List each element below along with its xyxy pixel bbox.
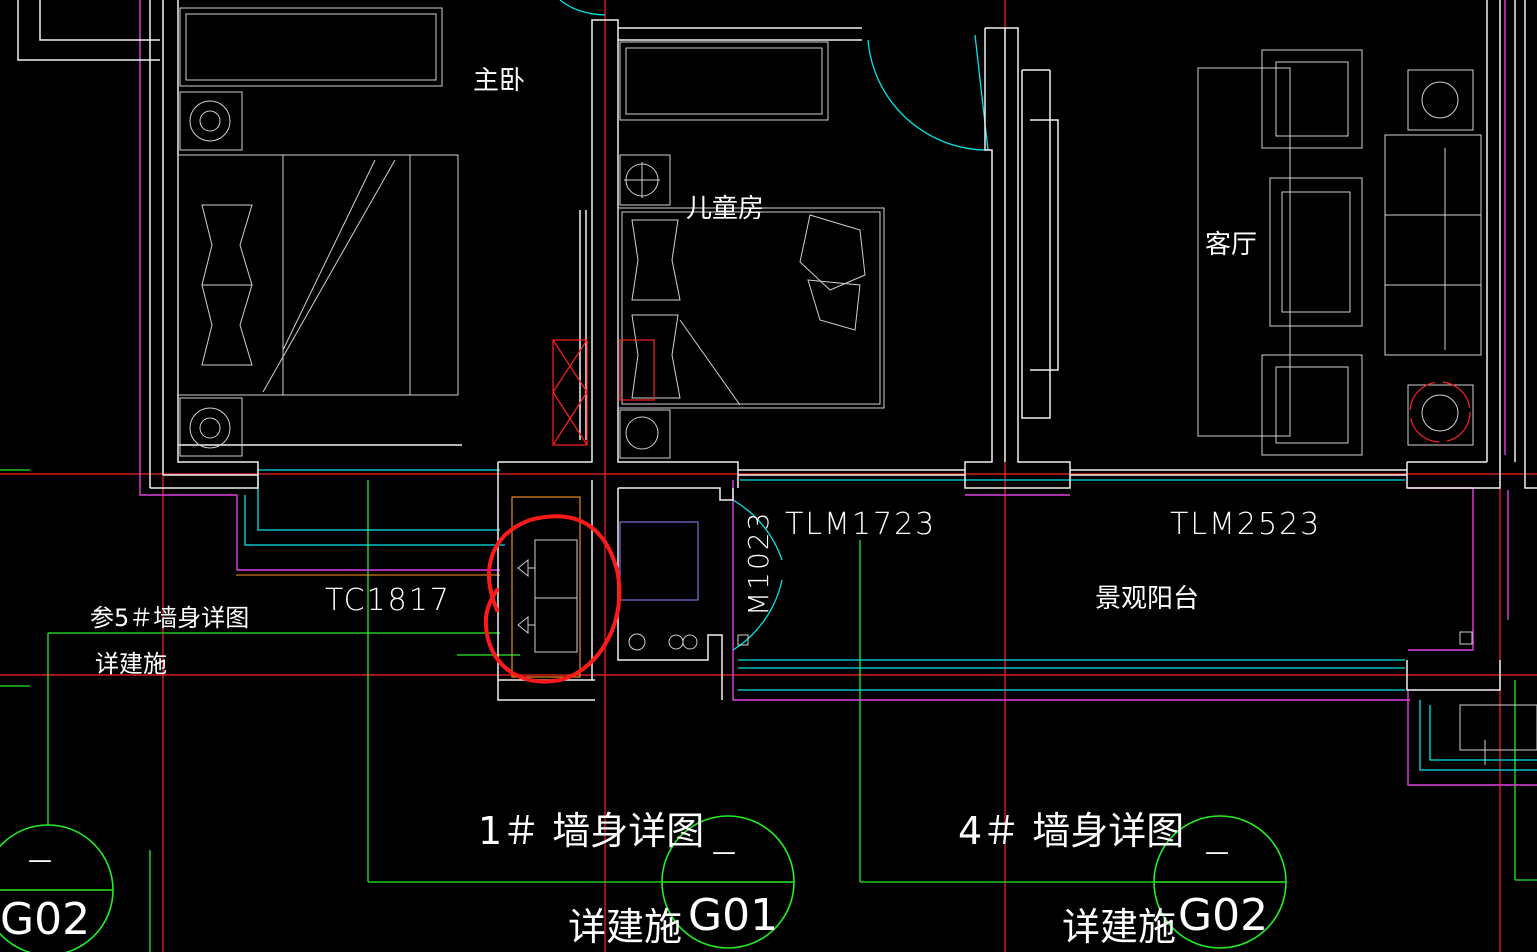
wall-detail-4-sub: 详建施	[1062, 905, 1177, 949]
master-bedroom-label: 主卧	[473, 66, 526, 96]
ref5-see-arch-note: 详建施	[95, 650, 167, 678]
callout-right-bottom: G02	[1178, 890, 1269, 941]
ref5-wall-detail-note: 参5＃墙身详图	[90, 604, 250, 632]
leader-lines	[0, 469, 1537, 952]
highlight-circle	[483, 514, 622, 684]
callout-right-top: —	[1205, 838, 1229, 866]
orange-outline	[236, 496, 581, 678]
window-lines	[244, 0, 1537, 771]
door-tlm2523-label: TLM2523	[1170, 507, 1322, 542]
wall-detail-1-sub: 详建施	[568, 905, 683, 949]
detail-callouts	[0, 815, 1287, 952]
door-tlm1723-label: TLM1723	[785, 507, 937, 542]
kids-room-label: 儿童房	[686, 194, 765, 224]
callout-left-top: —	[28, 846, 52, 874]
callout-left-bottom: G02	[0, 894, 91, 945]
slab-edges	[139, 0, 1537, 786]
wall-detail-4-title: 4＃ 墙身详图	[958, 809, 1185, 853]
callout-mid-bottom: G01	[688, 890, 779, 941]
living-room-label: 客厅	[1205, 230, 1258, 260]
window-tc1817-label: TC1817	[325, 583, 451, 618]
wall-detail-1-title: 1＃ 墙身详图	[478, 809, 705, 853]
red-markers	[552, 339, 1471, 446]
door-m1023-label: M1023	[742, 510, 775, 616]
furniture	[177, 7, 1537, 765]
callout-mid-top: —	[712, 838, 736, 866]
walls	[17, 0, 1537, 701]
balcony-label: 景观阳台	[1095, 584, 1200, 614]
